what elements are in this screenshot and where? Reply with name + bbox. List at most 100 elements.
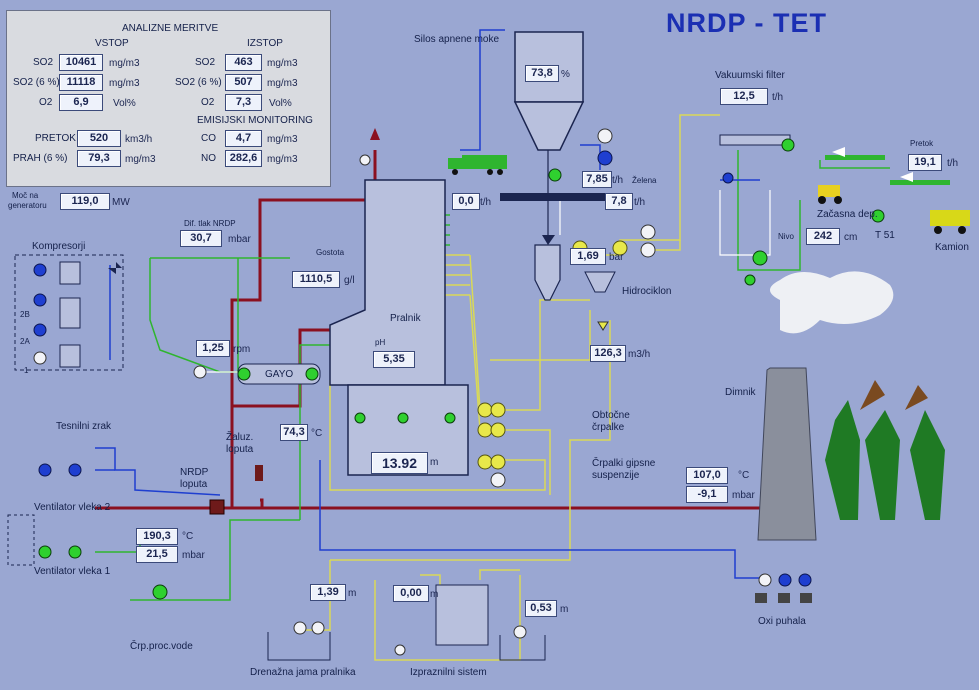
drenazna-unit: m — [348, 588, 357, 599]
no-value: 282,6 — [225, 150, 262, 167]
silos-label: Silos apnene moke — [414, 34, 500, 45]
pralnik-ph-label: pH — [375, 338, 386, 347]
kompresor-2a-label: 2A — [20, 337, 30, 346]
pump-icons-blue[interactable] — [33, 150, 812, 587]
dimnik-label: Dimnik — [725, 387, 756, 398]
drain-tank — [435, 584, 489, 646]
generator-unit: MW — [112, 197, 130, 208]
louvre-damper-icon[interactable] — [255, 465, 263, 481]
temp-mid-value: 74,3 — [280, 424, 308, 441]
kompresor-2b-label: 2B — [20, 310, 30, 319]
hidrociklon-label: Hidrociklon — [622, 286, 672, 297]
chimney — [757, 271, 894, 541]
pretok-right-unit: t/h — [947, 158, 959, 169]
izpraznilni-value2: 0,53 — [525, 600, 557, 617]
compressor-arrow-icon — [108, 262, 122, 274]
pretok-right-value: 19,1 — [908, 154, 942, 171]
absorber-tower — [329, 179, 469, 476]
truck-icon — [448, 155, 507, 175]
fan-frame — [7, 514, 35, 566]
prah-label: PRAH (6 %) — [13, 153, 68, 164]
silo-flow1-unit: t/h — [480, 197, 492, 208]
co-unit: mg/m3 — [267, 134, 298, 145]
smoke-icon — [770, 271, 894, 334]
stack-arrow-icon — [370, 128, 380, 140]
gayo-speed-value: 1,25 — [196, 340, 230, 357]
pump-icons-yellow[interactable] — [477, 240, 628, 470]
pump-icons-white[interactable] — [33, 128, 772, 656]
tesnilni-label: Tesnilni zrak — [56, 421, 112, 432]
agitator-icons[interactable] — [237, 367, 456, 424]
zacasna-unit: cm — [844, 232, 858, 243]
pralnik-level-value: 13.92 — [371, 452, 428, 474]
nrdp-loputa-line2: loputa — [180, 479, 208, 490]
pralnik-ph-value: 5,35 — [373, 351, 415, 368]
co-value: 4,7 — [225, 130, 262, 147]
so2-6-in-value: 11118 — [59, 74, 103, 91]
hydrocyclone-icon — [584, 271, 616, 293]
pretok-right-label: Pretok — [910, 139, 934, 148]
co-label: CO — [201, 133, 216, 144]
vacuum-filter — [719, 134, 791, 146]
kompresorji-label: Kompresorji — [32, 241, 86, 252]
pretok-label: PRETOK — [35, 133, 76, 144]
pretok-unit: km3/h — [125, 134, 153, 145]
pump-icons-green[interactable] — [38, 138, 885, 600]
valve-icon[interactable] — [597, 321, 609, 331]
kompresor-1-label: 1 — [24, 366, 29, 375]
so2-in-label: SO2 — [33, 57, 54, 68]
prah-value: 79,3 — [77, 150, 121, 167]
o2-out-value: 7,3 — [225, 94, 262, 111]
conveyor-arrows — [825, 155, 950, 185]
no-unit: mg/m3 — [267, 154, 298, 165]
flue-in-temp-value: 190,3 — [136, 528, 178, 545]
vakuum-label: Vakuumski filter — [715, 70, 785, 81]
dif-tlak-label: Dif. tlak NRDP — [184, 219, 236, 228]
izpraznilni-unit: m — [430, 589, 439, 600]
crpalki-line2: suspenzije — [592, 470, 640, 481]
nrdp-damper-icon[interactable] — [209, 499, 225, 515]
gayo-speed-unit: rpm — [233, 344, 251, 355]
emission-header: EMISIJSKI MONITORING — [197, 115, 313, 126]
vakuum-value: 12,5 — [720, 88, 768, 105]
o2-in-unit: Vol% — [113, 98, 136, 109]
dif-tlak-unit: mbar — [228, 234, 251, 245]
so2-in-unit: mg/m3 — [109, 58, 140, 69]
pretok-value: 520 — [77, 130, 121, 147]
drenazna-value: 1,39 — [310, 584, 346, 601]
crpalki-line1: Črpalki gipsne — [592, 458, 656, 469]
izpraznilni-value: 0,00 — [393, 585, 429, 602]
blue-lines — [95, 29, 760, 579]
inlet-header: VSTOP — [95, 38, 129, 49]
page-title: NRDP - TET — [666, 8, 828, 38]
dimnik-temp-value: 107,0 — [686, 467, 728, 484]
pralnik-label: Pralnik — [390, 313, 421, 324]
dimnik-press-unit: mbar — [732, 490, 755, 501]
hidrociklon-flow-value: 126,3 — [590, 345, 626, 362]
kamion-label: Kamion — [935, 242, 969, 253]
oxi-blower-base — [800, 593, 812, 603]
dump-truck-icon — [930, 210, 970, 234]
compressor-frame — [14, 254, 124, 371]
dimnik-temp-unit: °C — [738, 470, 750, 481]
silo-flow2-value: 7,85 — [582, 171, 612, 188]
vent1-label: Ventilator vleka 1 — [34, 566, 111, 577]
t51-label: T 51 — [875, 230, 895, 241]
hidrociklon-pressure-value: 1,69 — [570, 248, 606, 265]
birds-icon — [860, 380, 928, 410]
temp-mid-unit: °C — [311, 428, 323, 439]
so2-6-out-unit: mg/m3 — [267, 78, 298, 89]
izpraznilni-unit2: m — [560, 604, 569, 615]
silo-flow2-extra: Želena — [632, 176, 657, 185]
prah-unit: mg/m3 — [125, 154, 156, 165]
so2-6-out-label: SO2 (6 %) — [175, 77, 222, 88]
pralnik-level-unit: m — [430, 457, 439, 468]
izpraznilni-label: Izpraznilni sistem — [410, 667, 487, 678]
drain-pit — [267, 632, 331, 661]
crp-vode-label: Črp.proc.vode — [130, 641, 193, 652]
so2-6-out-value: 507 — [225, 74, 262, 91]
gostota-label: Gostota — [316, 248, 345, 257]
obtocne-line1: Obtočne — [592, 410, 630, 421]
so2-6-in-label: SO2 (6 %) — [13, 77, 60, 88]
